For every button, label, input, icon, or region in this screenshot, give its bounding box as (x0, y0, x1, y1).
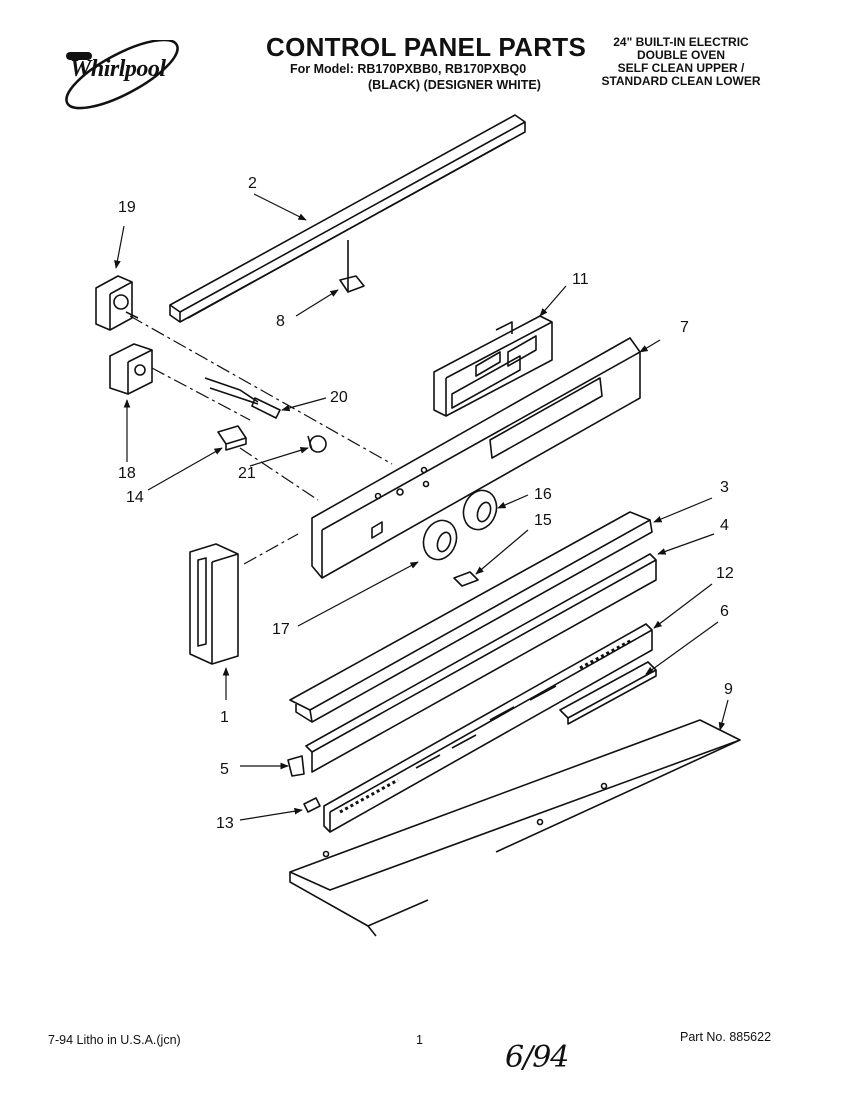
part-21-bulb (307, 435, 327, 453)
brand-name: Whirlpool (70, 56, 166, 82)
callout-12: 12 (716, 565, 734, 582)
callout-21: 21 (238, 465, 256, 482)
callout-9: 9 (724, 681, 733, 698)
part-18-socket (109, 343, 153, 395)
part-14-switch (217, 425, 247, 451)
part-3-trim (289, 511, 653, 723)
part-11-timer-module (433, 315, 553, 417)
callout-11: 11 (572, 271, 589, 288)
part-6-bar (559, 661, 657, 725)
description-line: DOUBLE OVEN (636, 48, 725, 62)
description-line: SELF CLEAN UPPER / (617, 61, 745, 75)
part-12-vent (323, 623, 653, 833)
callout-8: 8 (276, 313, 285, 330)
callout-2: 2 (248, 175, 257, 192)
part-4-trim (305, 553, 657, 773)
color-line: (BLACK) (DESIGNER WHITE) (368, 78, 541, 92)
model-line: For Model: RB170PXBB0, RB170PXBQ0 (290, 62, 527, 76)
part-8-bracket (339, 240, 365, 293)
part-7-control-panel (311, 337, 641, 579)
callout-6: 6 (720, 603, 729, 620)
callout-14: 14 (126, 489, 144, 506)
product-description: 24" BUILT-IN ELECTRIC DOUBLE OVEN SELF C… (586, 36, 776, 88)
part-number: Part No. 885622 (680, 1030, 772, 1044)
description-line: STANDARD CLEAN LOWER (601, 74, 761, 88)
callout-19: 19 (118, 199, 136, 216)
part-9-base (289, 719, 741, 937)
callout-17: 17 (272, 621, 290, 638)
callout-7: 7 (680, 319, 689, 336)
page-number: 1 (416, 1033, 423, 1047)
description-line: 24" BUILT-IN ELECTRIC (613, 35, 749, 49)
callout-1: 1 (220, 709, 229, 726)
part-15-clip (453, 571, 479, 587)
part-2-trim-strip (169, 114, 526, 323)
callout-13: 13 (216, 815, 234, 832)
whirlpool-logo (65, 40, 179, 110)
handwritten-date: 6/94 (505, 1040, 569, 1075)
callout-15: 15 (534, 512, 552, 529)
callout-18: 18 (118, 465, 136, 482)
part-5-clip (287, 755, 305, 777)
page-title: CONTROL PANEL PARTS (266, 32, 587, 62)
part-19-connector (95, 275, 139, 331)
callout-16: 16 (534, 486, 552, 503)
part-16-knob (462, 489, 498, 531)
callout-3: 3 (720, 479, 729, 496)
callout-20: 20 (330, 389, 348, 406)
part-20-lamp-wire (204, 377, 281, 419)
callout-5: 5 (220, 761, 229, 778)
print-info: 7-94 Litho in U.S.A.(jcn) (48, 1033, 181, 1047)
part-1-endcap (189, 543, 239, 665)
part-13-bracket (303, 797, 321, 813)
part-17-knob (422, 519, 458, 561)
callout-4: 4 (720, 517, 729, 534)
